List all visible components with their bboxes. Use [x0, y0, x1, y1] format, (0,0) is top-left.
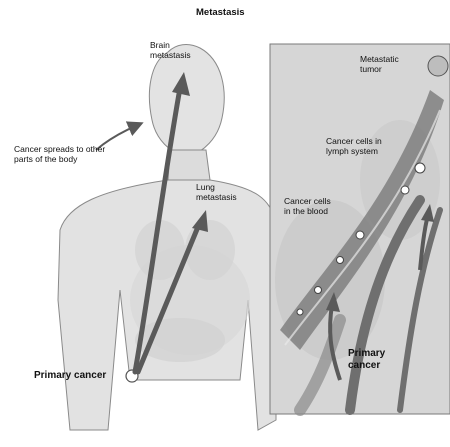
- label-spreads: Cancer spreads to other parts of the bod…: [14, 144, 105, 164]
- figure-title: Metastasis: [196, 8, 245, 18]
- label-primary-cancer-left: Primary cancer: [34, 370, 106, 382]
- label-lung-metastasis: Lung metastasis: [196, 182, 237, 202]
- label-metastatic-tumor: Metastatic tumor: [360, 54, 399, 74]
- label-lymph-cells: Cancer cells in lymph system: [326, 136, 382, 156]
- label-brain-metastasis: Brain metastasis: [150, 40, 191, 60]
- label-primary-cancer-right: Primary cancer: [348, 348, 385, 372]
- label-blood-cells: Cancer cells in the blood: [284, 196, 331, 216]
- metastatic-tumor-site: [428, 56, 448, 76]
